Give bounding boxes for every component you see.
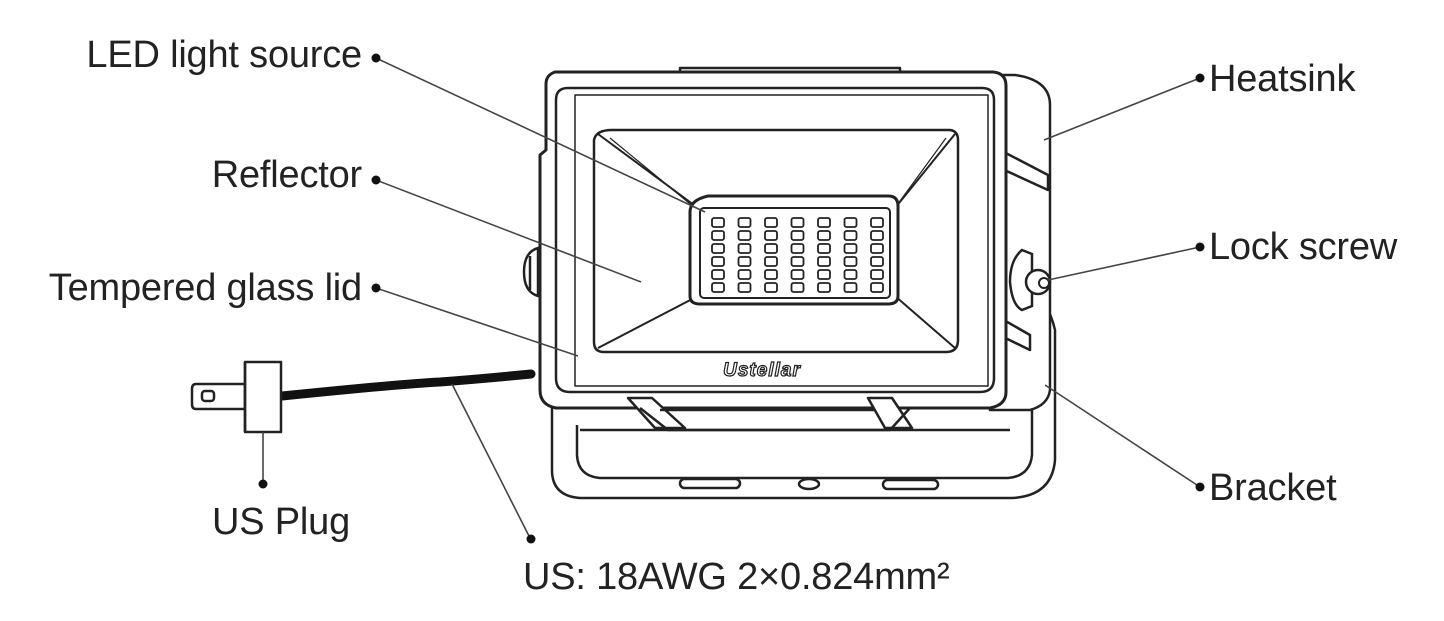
- label-heatsink: Heatsink: [1209, 58, 1356, 100]
- led-chip: [843, 217, 858, 228]
- leader-cable: [451, 383, 531, 539]
- leader-led-light-source: [375, 57, 706, 213]
- led-chip: [764, 230, 778, 241]
- led-chip: [737, 269, 752, 280]
- label-bracket: Bracket: [1209, 467, 1337, 509]
- leader-bracket: [1044, 384, 1201, 488]
- left-side-knob: [522, 246, 540, 298]
- label-lock-screw: Lock screw: [1209, 226, 1398, 268]
- led-chip: [843, 256, 858, 267]
- led-chip: [870, 243, 884, 254]
- led-chip: [843, 269, 858, 280]
- led-chip: [843, 230, 858, 241]
- brand-logo: Ustellar: [723, 360, 801, 381]
- led-chip: [711, 269, 725, 280]
- leader-lock-screw: [1047, 246, 1201, 281]
- led-chip: [737, 243, 752, 254]
- led-chip: [843, 282, 858, 293]
- cable-drawing: [277, 369, 536, 401]
- led-chip: [764, 256, 778, 267]
- led-chip: [737, 282, 752, 293]
- led-chip: [764, 282, 778, 293]
- label-us-plug: US Plug: [212, 501, 351, 543]
- leader-tempered-glass-lid: [375, 287, 579, 357]
- led-chip: [843, 243, 858, 254]
- led-chip: [711, 282, 725, 293]
- led-chip: [764, 269, 778, 280]
- led-chip: [817, 256, 831, 267]
- led-chip: [817, 269, 831, 280]
- label-cable-spec: US: 18AWG 2×0.824mm²: [523, 556, 950, 598]
- bottom-tabs: [626, 396, 914, 432]
- led-chip: [711, 256, 725, 267]
- leader-lines: [262, 57, 1201, 539]
- leader-dots: [258, 53, 1205, 544]
- led-chip: [790, 256, 805, 267]
- led-chip: [790, 217, 805, 228]
- led-chip: [711, 243, 725, 254]
- us-plug-drawing: [190, 360, 283, 434]
- led-chip: [737, 230, 752, 241]
- led-chip: [870, 282, 884, 293]
- led-chip: [870, 256, 884, 267]
- led-chip: [817, 243, 831, 254]
- led-chip: [790, 282, 805, 293]
- led-chip: [870, 230, 884, 241]
- led-chip: [737, 256, 752, 267]
- led-chip: [711, 217, 725, 228]
- led-chip: [817, 217, 831, 228]
- lock-screw-drawing: [1008, 248, 1052, 312]
- led-chip: [737, 217, 752, 228]
- label-led-light-source: LED light source: [86, 34, 362, 76]
- led-chip: [764, 217, 778, 228]
- led-chip: [790, 269, 805, 280]
- led-chip: [817, 282, 831, 293]
- led-grid: [711, 217, 884, 293]
- leader-heatsink: [1043, 77, 1201, 141]
- label-tempered-glass-lid: Tempered glass lid: [48, 267, 362, 309]
- leader-reflector: [375, 179, 642, 283]
- led-chip: [870, 269, 884, 280]
- led-chip: [790, 243, 805, 254]
- label-reflector: Reflector: [211, 154, 362, 196]
- led-chip: [711, 230, 725, 241]
- led-chip: [764, 243, 778, 254]
- led-chip: [790, 230, 805, 241]
- led-chip: [817, 230, 831, 241]
- led-chip: [870, 217, 884, 228]
